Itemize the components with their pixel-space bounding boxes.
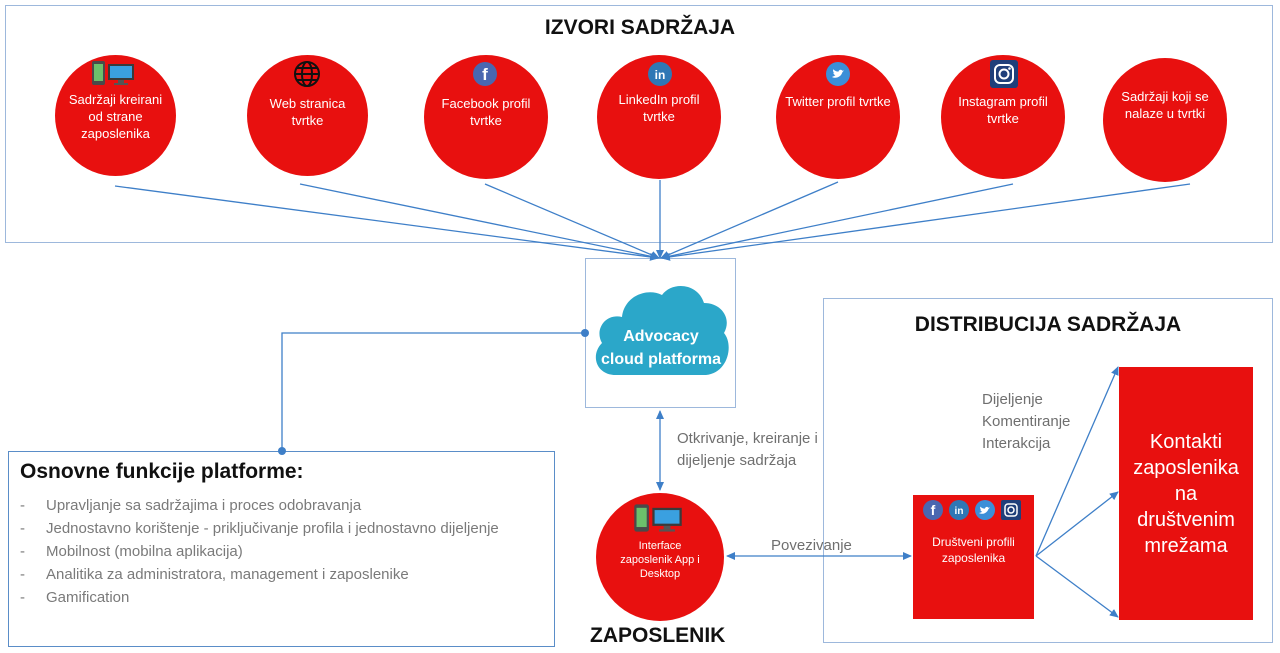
contacts-label: Kontakti zaposlenika na društvenim mreža… bbox=[1133, 430, 1239, 557]
cloud-icon bbox=[588, 275, 734, 390]
source-label: Twitter profil tvrtke bbox=[785, 94, 891, 109]
facebook-icon: f bbox=[473, 62, 497, 91]
functions-list: Upravljanje sa sadržajima i proces odobr… bbox=[20, 494, 544, 609]
linkedin-icon: in bbox=[648, 62, 672, 91]
function-item: Mobilnost (mobilna aplikacija) bbox=[20, 540, 544, 563]
source-label: Sadržaji koji se nalaze u tvrtki bbox=[1121, 89, 1209, 121]
devices-icon bbox=[632, 503, 684, 538]
functions-title: Osnovne funkcije platforme: bbox=[20, 460, 304, 483]
function-item: Upravljanje sa sadržajima i proces odobr… bbox=[20, 494, 544, 517]
svg-text:f: f bbox=[931, 502, 936, 518]
sources-panel bbox=[5, 5, 1273, 243]
function-item: Jednostavno korištenje - priključivanje … bbox=[20, 517, 544, 540]
employee-profiles-box: f in Društveni profili zaposlenika bbox=[913, 495, 1034, 619]
source-label: LinkedIn profil tvrtke bbox=[618, 92, 700, 124]
employee-title: ZAPOSLENIK bbox=[590, 624, 726, 647]
distribution-panel bbox=[823, 298, 1273, 643]
employee-interface-label: Interface zaposlenik App i Desktop bbox=[620, 540, 700, 580]
svg-text:in: in bbox=[655, 68, 666, 82]
profile-icons: f in bbox=[922, 499, 1032, 521]
source-company-website: Web stranica tvrtke bbox=[247, 55, 368, 176]
actions-text: Dijeljenje Komentiranje Interakcija bbox=[982, 391, 1071, 452]
source-label: Instagram profil tvrtke bbox=[958, 94, 1048, 126]
connect-text: Povezivanje bbox=[771, 537, 852, 554]
devices-icon bbox=[90, 60, 136, 91]
source-label: Web stranica tvrtke bbox=[269, 96, 346, 128]
twitter-icon bbox=[826, 62, 850, 91]
globe-icon bbox=[293, 60, 321, 93]
instagram-icon bbox=[990, 60, 1018, 93]
function-item: Analitika za administratora, management … bbox=[20, 563, 544, 586]
svg-text:f: f bbox=[482, 65, 488, 84]
distribution-title: DISTRIBUCIJA SADRŽAJA bbox=[914, 313, 1182, 336]
svg-text:in: in bbox=[955, 506, 964, 517]
cloud-label-line2: cloud platforma bbox=[600, 351, 721, 368]
cloud-label-line1: Advocacy bbox=[623, 328, 699, 345]
discover-text: Otkrivanje, kreiranje i dijeljenje sadrž… bbox=[677, 430, 818, 469]
source-in-company: Sadržaji koji se nalaze u tvrtki bbox=[1103, 58, 1227, 182]
source-twitter: Twitter profil tvrtke bbox=[776, 55, 900, 179]
profiles-label: Društveni profili zaposlenika bbox=[932, 535, 1015, 565]
social-contacts-box: Kontakti zaposlenika na društvenim mreža… bbox=[1119, 367, 1253, 620]
source-label: Facebook profil tvrtke bbox=[441, 96, 531, 128]
sources-title: IZVORI SADRŽAJA bbox=[544, 16, 736, 39]
function-item: Gamification bbox=[20, 586, 544, 609]
source-label: Sadržaji kreirani od strane zaposlenika bbox=[68, 92, 163, 141]
